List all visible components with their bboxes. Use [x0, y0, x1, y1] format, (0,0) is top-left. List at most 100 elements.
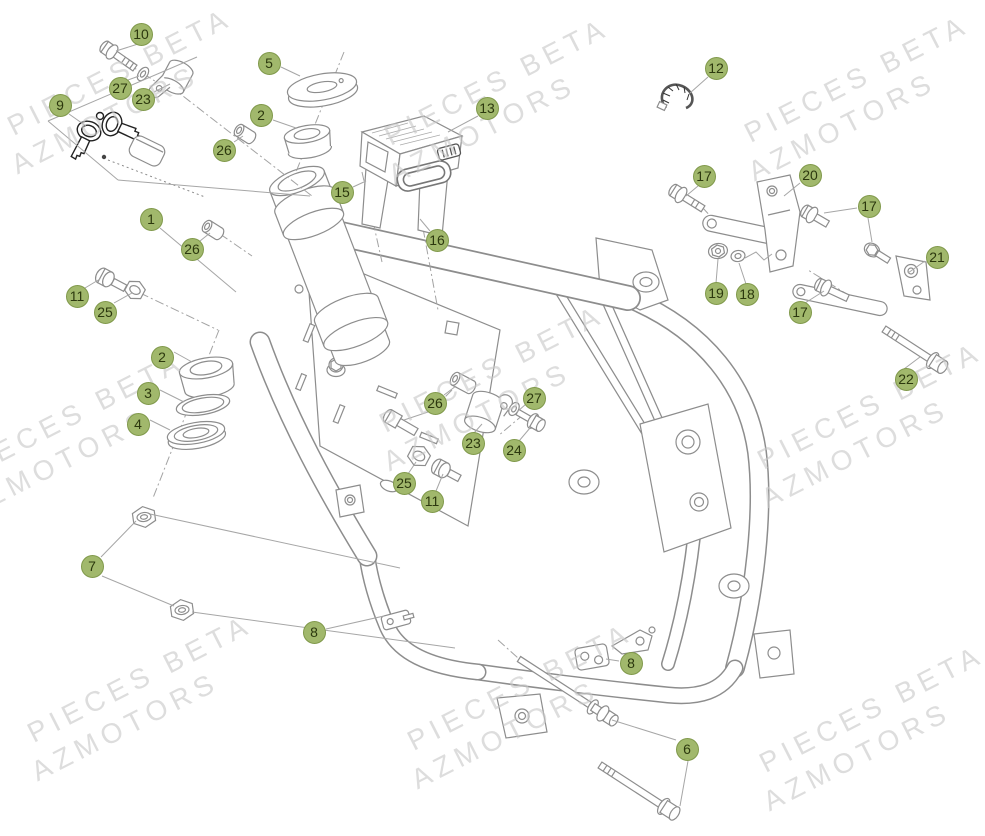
callout-badge-12[interactable]: 12 [704, 56, 728, 80]
leader-lines [47, 43, 926, 807]
seal-ring-3 [175, 393, 231, 417]
slot-plate [396, 160, 452, 192]
switch-body [128, 135, 166, 167]
callout-badge-26[interactable]: 26 [423, 391, 447, 415]
callout-badge-1[interactable]: 1 [139, 207, 163, 231]
bolt-17-nut [863, 242, 892, 264]
callout-number: 10 [133, 26, 149, 42]
callout-badge-25[interactable]: 25 [93, 300, 117, 324]
nut-25-mid [406, 445, 432, 467]
callout-badge-20[interactable]: 20 [798, 163, 822, 187]
callout-badge-23[interactable]: 23 [461, 431, 485, 455]
callout-number: 2 [158, 349, 166, 365]
callout-badge-25[interactable]: 25 [392, 471, 416, 495]
callout-badge-3[interactable]: 3 [136, 381, 160, 405]
callout-badge-21[interactable]: 21 [925, 245, 949, 269]
callout-badge-24[interactable]: 24 [502, 438, 526, 462]
callout-number: 26 [184, 241, 200, 257]
callout-badge-19[interactable]: 19 [704, 281, 728, 305]
callout-number: 27 [112, 80, 128, 96]
callout-badge-13[interactable]: 13 [475, 96, 499, 120]
callout-badge-2[interactable]: 2 [249, 103, 273, 127]
callout-number: 23 [465, 435, 481, 451]
tab-8 [610, 629, 653, 655]
bolt-11-mid [430, 458, 462, 483]
callout-number: 17 [861, 198, 877, 214]
hardware-top-left [99, 40, 257, 241]
callout-badge-17[interactable]: 17 [857, 194, 881, 218]
callout-number: 22 [898, 371, 914, 387]
callout-badge-26[interactable]: 26 [212, 138, 236, 162]
bushing-26-mid [449, 371, 477, 395]
clamp-23-mid [464, 390, 513, 434]
ignition-keys [70, 111, 166, 167]
bolt-24 [515, 408, 546, 432]
callout-number: 18 [739, 286, 755, 302]
callout-badge-23[interactable]: 23 [131, 87, 155, 111]
bolt-6-a [516, 655, 619, 727]
connector [436, 143, 462, 161]
bolt-22 [881, 325, 949, 374]
callout-badge-6[interactable]: 6 [675, 737, 699, 761]
callout-number: 12 [708, 60, 724, 76]
callout-number: 4 [134, 416, 142, 432]
callout-number: 9 [56, 97, 64, 113]
callout-number: 26 [427, 395, 443, 411]
callout-badge-10[interactable]: 10 [129, 22, 153, 46]
callout-badge-8[interactable]: 8 [619, 651, 643, 675]
bushing-26-top [233, 123, 257, 145]
callout-number: 25 [97, 304, 113, 320]
callout-number: 5 [265, 55, 273, 71]
bolt-17-a [668, 183, 706, 213]
callout-number: 3 [144, 385, 152, 401]
callout-badge-2[interactable]: 2 [150, 345, 174, 369]
callout-number: 27 [526, 390, 542, 406]
callout-badge-17[interactable]: 17 [692, 164, 716, 188]
callout-number: 20 [802, 167, 818, 183]
hardware-left [94, 267, 146, 300]
callout-badge-9[interactable]: 9 [48, 93, 72, 117]
hanger-assembly-right [668, 174, 949, 374]
callout-number: 11 [69, 288, 85, 304]
callout-number: 17 [792, 304, 808, 320]
nut-25 [124, 280, 146, 300]
bracket-8-b [574, 643, 610, 671]
callout-number: 13 [479, 100, 495, 116]
callout-badge-4[interactable]: 4 [126, 412, 150, 436]
hardware-middle [382, 371, 546, 483]
bolt-17-b [800, 204, 831, 228]
instrument-bracket [359, 115, 464, 237]
lower-bearing-2 [178, 356, 235, 399]
washer-27 [136, 66, 150, 82]
callout-badge-18[interactable]: 18 [735, 282, 759, 306]
callout-badge-17[interactable]: 17 [788, 300, 812, 324]
bracket-20 [756, 174, 801, 273]
callout-number: 15 [334, 184, 350, 200]
dust-cover-4 [166, 420, 227, 451]
callout-badge-27[interactable]: 27 [108, 76, 132, 100]
top-cap-5 [286, 72, 359, 108]
callout-badge-26[interactable]: 26 [180, 237, 204, 261]
callout-badge-16[interactable]: 16 [425, 228, 449, 252]
bolt-6-b [597, 761, 681, 821]
callout-badge-11[interactable]: 11 [65, 284, 89, 308]
callout-number: 8 [627, 655, 635, 671]
spacer-bolt-26 [382, 409, 419, 437]
main-frame [249, 213, 795, 739]
callout-number: 24 [506, 442, 522, 458]
nut-7-a [131, 505, 157, 529]
callout-badge-22[interactable]: 22 [894, 367, 918, 391]
callout-badge-5[interactable]: 5 [257, 51, 281, 75]
callout-badge-27[interactable]: 27 [522, 386, 546, 410]
callout-badge-11[interactable]: 11 [420, 489, 444, 513]
callout-badge-8[interactable]: 8 [302, 620, 326, 644]
callout-number: 8 [310, 624, 318, 640]
small-screw [101, 154, 107, 160]
wire-clip-12 [656, 83, 694, 112]
callout-number: 7 [88, 558, 96, 574]
callout-number: 25 [396, 475, 412, 491]
callout-badge-7[interactable]: 7 [80, 554, 104, 578]
callout-badge-15[interactable]: 15 [330, 180, 354, 204]
